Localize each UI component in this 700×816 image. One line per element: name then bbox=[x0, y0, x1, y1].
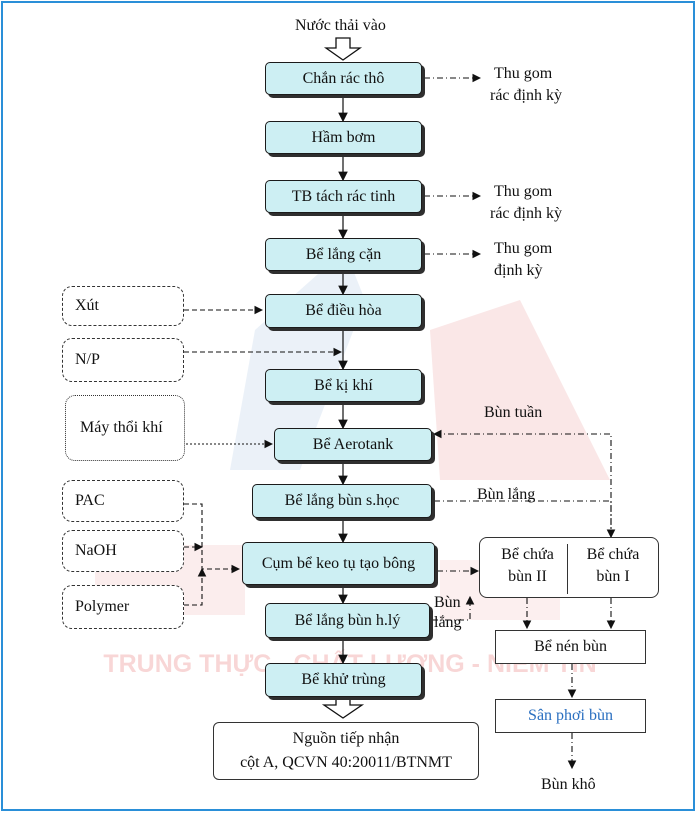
output-1-line1: Thu gom bbox=[494, 65, 553, 82]
box-nguon-tiep-nhan: Nguồn tiếp nhận cột A, QCVN 40:20011/BTN… bbox=[213, 722, 479, 780]
chem-pac: PAC bbox=[62, 480, 184, 522]
box-be-aerotank: Bể Aerotank bbox=[274, 428, 432, 461]
output-3-line1: Thu gom bbox=[494, 240, 553, 257]
chua-bun-2-line2: bùn II bbox=[508, 568, 547, 585]
box-be-dieu-hoa: Bể điều hòa bbox=[265, 294, 422, 328]
label-bun-tuan: Bùn tuần bbox=[484, 404, 543, 421]
box-ham-bom: Hầm bơm bbox=[265, 121, 422, 154]
output-2-line1: Thu gom bbox=[494, 183, 553, 200]
label-bun-lang-2a: Bùn bbox=[434, 594, 461, 611]
box-chan-rac-tho: Chắn rác thô bbox=[265, 62, 422, 95]
chem-polymer: Polymer bbox=[62, 585, 184, 629]
box-san-phoi-bun: Sân phơi bùn bbox=[495, 699, 646, 733]
label-bun-lang-2b: lắng bbox=[434, 614, 462, 631]
output-1-line2: rác định kỳ bbox=[490, 87, 562, 104]
box-cum-keo-tu: Cụm bể keo tụ tạo bông bbox=[242, 542, 435, 585]
discharge-line2: cột A, QCVN 40:20011/BTNMT bbox=[240, 754, 452, 771]
chua-bun-divider bbox=[567, 544, 568, 594]
output-3-line2: định kỳ bbox=[494, 262, 543, 279]
chem-naoh: NaOH bbox=[62, 530, 184, 572]
chem-may-thoi-khi: Máy thổi khí bbox=[65, 395, 185, 461]
inlet-label: Nước thải vào bbox=[295, 17, 386, 34]
box-be-lang-sinh-hoc: Bể lắng bùn s.học bbox=[252, 484, 432, 518]
chua-bun-1-line1: Bể chứa bbox=[586, 546, 640, 563]
chua-bun-2-line1: Bể chứa bbox=[501, 546, 554, 563]
label-bun-lang: Bùn lắng bbox=[477, 486, 536, 503]
label-bun-kho: Bùn khô bbox=[541, 776, 596, 793]
chem-xut: Xút bbox=[62, 286, 184, 326]
box-be-ki-khi: Bể kị khí bbox=[265, 369, 422, 402]
box-be-lang-hoa-ly: Bể lắng bùn h.lý bbox=[265, 603, 430, 638]
chem-np: N/P bbox=[62, 338, 184, 382]
output-2-line2: rác định kỳ bbox=[490, 205, 562, 222]
chua-bun-1-line2: bùn I bbox=[596, 568, 630, 585]
box-be-lang-can: Bể lắng cặn bbox=[265, 238, 422, 271]
box-be-nen-bun: Bể nén bùn bbox=[495, 630, 646, 664]
box-be-khu-trung: Bể khử trùng bbox=[265, 663, 422, 697]
discharge-line1: Nguồn tiếp nhận bbox=[292, 730, 400, 747]
outlet-arrow bbox=[321, 696, 365, 719]
inlet-arrow bbox=[323, 37, 363, 61]
box-be-chua-bun: Bể chứa bùn II Bể chứa bùn I bbox=[479, 537, 659, 598]
box-tb-tach-rac: TB tách rác tinh bbox=[265, 180, 422, 213]
